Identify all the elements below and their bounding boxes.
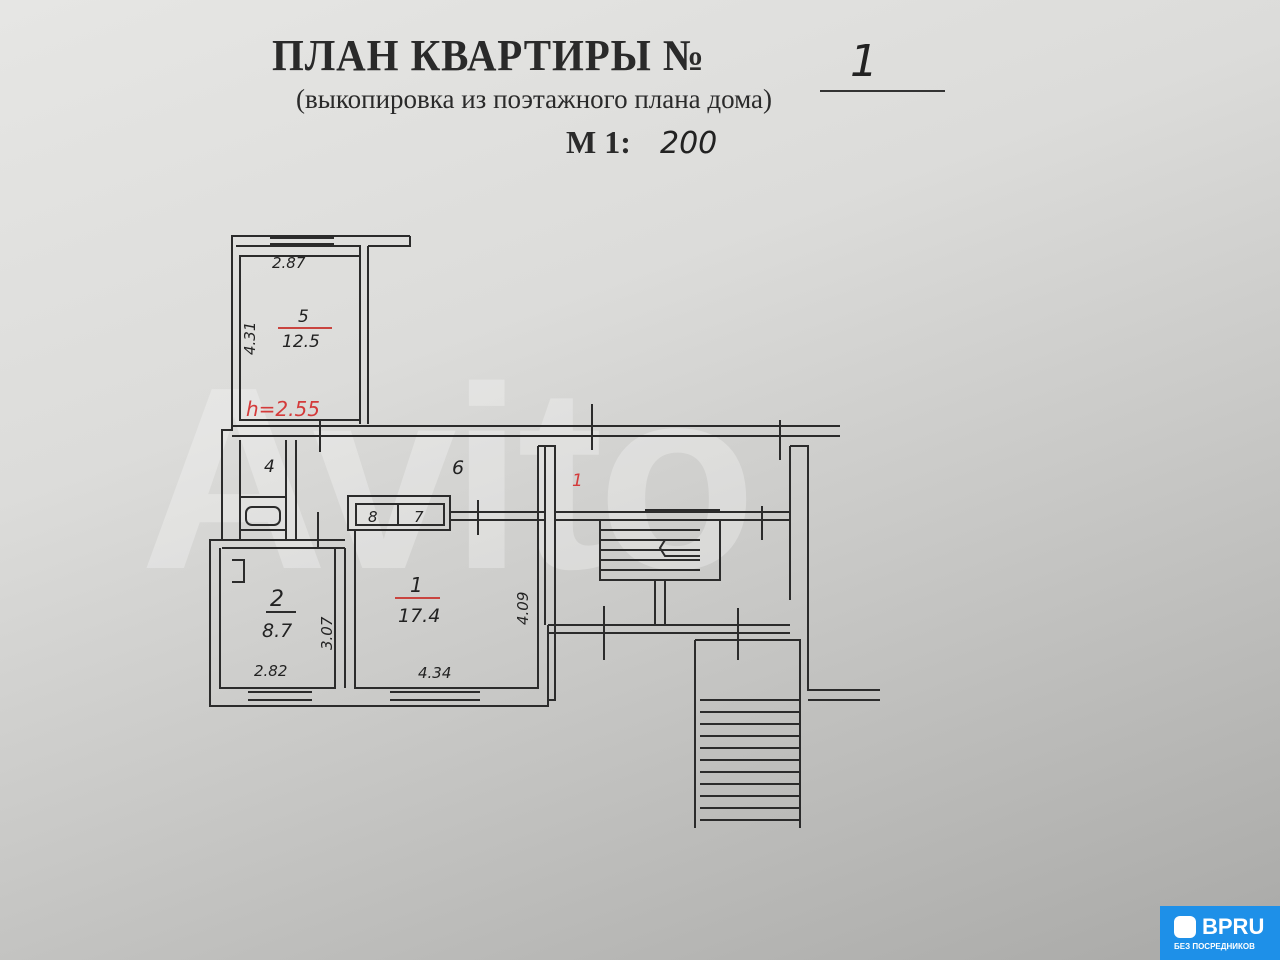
room-5-width: 2.87 [272,254,306,272]
room-8-label: 8 [368,508,378,526]
room-2-area: 8.7 [262,620,292,642]
avito-watermark: Avito [140,334,756,624]
room-7-label: 7 [414,508,424,526]
room-1-length: 4.09 [514,592,532,625]
ceiling-height: h=2.55 [246,397,320,421]
room-2-length: 3.07 [318,616,336,650]
room-5-length: 4.31 [241,322,259,355]
room-2-number: 2 [270,587,284,612]
badge-tagline: БЕЗ ПОСРЕДНИКОВ [1174,942,1255,951]
page-subtitle: (выкопировка из поэтажного плана дома) [296,84,773,114]
bpru-logo-icon [1174,916,1196,938]
red-room-mark: 1 [572,471,583,491]
number-underline [820,90,945,92]
room-6-label: 6 [452,457,464,479]
scale-label: М 1: [566,124,631,160]
room-1-number: 1 [410,573,423,597]
room-4-label: 4 [264,457,275,477]
badge-name: BPRU [1202,914,1265,939]
room-5-area: 12.5 [282,332,320,352]
room-5-number: 5 [298,307,309,327]
bpru-badge: BPRU БЕЗ ПОСРЕДНИКОВ [1160,906,1280,960]
room-1-width: 4.34 [418,664,451,682]
room-2-width: 2.82 [254,662,287,680]
page-title: ПЛАН КВАРТИРЫ № [272,31,705,80]
room-1-area: 17.4 [398,605,440,627]
scale-value: 200 [660,126,718,161]
apartment-number: 1 [850,36,878,87]
